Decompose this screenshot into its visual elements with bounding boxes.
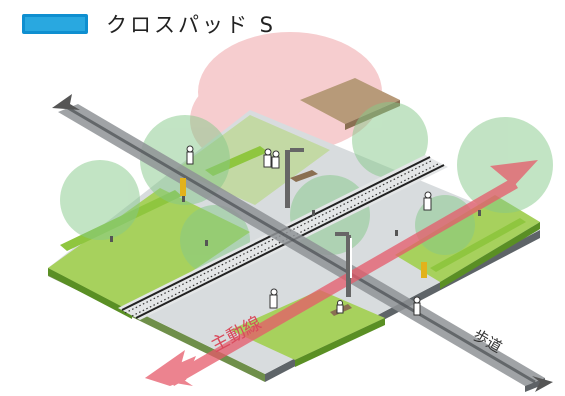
sidewalk: [52, 94, 553, 392]
diagram-title: クロスパッド S: [106, 13, 277, 37]
main-line-arrow: [145, 160, 538, 386]
person-icon: [186, 145, 432, 316]
header: クロスパッド S: [0, 0, 565, 44]
crossing-gate: [285, 148, 352, 297]
legend-swatch: [22, 14, 88, 34]
sign-icon: [180, 178, 427, 278]
bollards: [110, 210, 481, 246]
